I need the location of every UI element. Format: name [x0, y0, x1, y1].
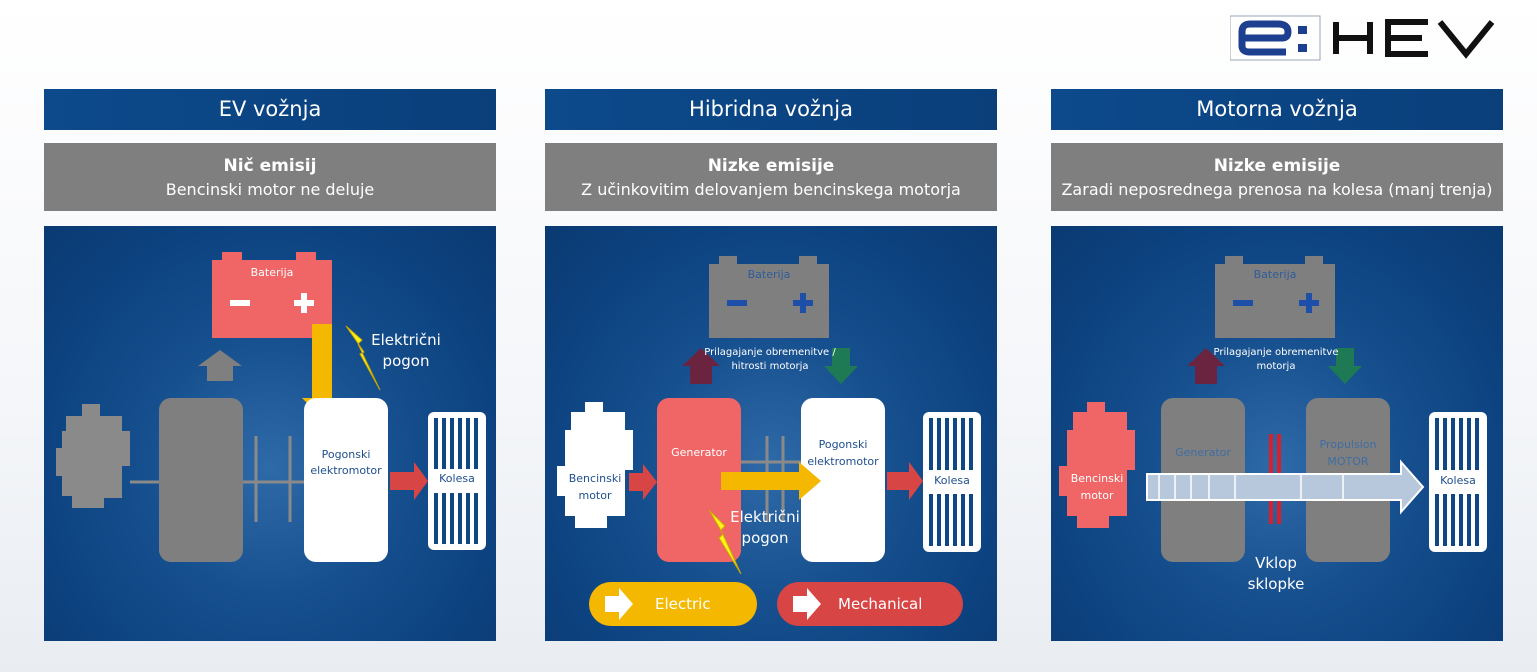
engine-label-line2: motor	[1080, 489, 1114, 502]
clutch-label-line1: Vklop	[1255, 554, 1297, 572]
mechanical-arrow-icon	[887, 462, 923, 500]
engine-label-line1: Bencinski	[568, 472, 622, 485]
section-title: Motorna vožnja	[1051, 89, 1503, 130]
subtitle-bold: Nič emisij	[223, 155, 317, 176]
adjust-label-line2: hitrosti motorja	[731, 361, 809, 372]
mechanical-arrow-icon	[629, 464, 657, 500]
lightning-icon	[345, 325, 381, 391]
motor-block	[801, 398, 885, 562]
section-engine: Motorna vožnja Nizke emisije Zaradi nepo…	[1051, 89, 1503, 211]
motor-label-line2: MOTOR	[1327, 455, 1369, 468]
section-hybrid: Hibridna vožnja Nizke emisije Z učinkovi…	[545, 89, 997, 211]
diagram-engine: Baterija Prilagajanje obremenitve motorj…	[1051, 226, 1503, 641]
arrow-up-icon	[1187, 348, 1225, 384]
subtitle-text: Zaradi neposrednega prenosa na kolesa (m…	[1061, 179, 1493, 199]
battery-label: Baterija	[747, 268, 791, 281]
wheels-icon	[1429, 412, 1487, 552]
diagram-ev: Baterija Električni pogon Pogonski elekt…	[44, 226, 496, 641]
electric-arrow-icon	[302, 324, 342, 418]
arrow-up-icon	[682, 348, 720, 384]
legend-electric-label: Electric	[655, 595, 711, 613]
battery-icon	[1215, 256, 1335, 338]
motor-block	[304, 398, 388, 562]
electric-arrow-icon	[721, 462, 821, 500]
engine-icon	[557, 402, 633, 528]
legend-mechanical-pill	[777, 582, 963, 626]
power-label-line2: pogon	[741, 529, 789, 547]
power-label-line1: Električni	[371, 331, 441, 349]
power-label-line1: Električni	[730, 508, 800, 526]
motor-label-line1: Propulsion	[1319, 438, 1377, 451]
section-ev: EV vožnja Nič emisij Bencinski motor ne …	[44, 89, 496, 211]
adjust-label-line1: Prilagajanje obremenitve /	[704, 347, 836, 358]
motor-label-line1: Pogonski	[818, 438, 868, 451]
clutch-label-line2: sklopke	[1247, 575, 1305, 593]
engine-label-line1: Bencinski	[1070, 472, 1124, 485]
wheels-icon	[428, 412, 486, 550]
engine-icon	[56, 404, 130, 508]
engine-label-line2: motor	[578, 489, 612, 502]
adjust-label-line2: motorja	[1256, 361, 1296, 372]
adjust-label-line1: Prilagajanje obremenitve	[1213, 347, 1339, 358]
section-subtitle-box: Nizke emisije Zaradi neposrednega prenos…	[1051, 143, 1503, 211]
legend-electric-pill	[589, 582, 757, 626]
ehev-logo	[1230, 15, 1495, 61]
arrow-down-icon	[1328, 348, 1362, 384]
wheels-label: Kolesa	[439, 472, 475, 485]
direct-drive-arrow-icon	[1146, 459, 1425, 515]
section-title: EV vožnja	[44, 89, 496, 130]
subtitle-text: Z učinkovitim delovanjem bencinskega mot…	[581, 179, 961, 199]
wheels-label: Kolesa	[1440, 474, 1476, 487]
motor-label-line1: Pogonski	[321, 448, 371, 461]
section-title: Hibridna vožnja	[545, 89, 997, 130]
arrow-down-icon	[824, 348, 858, 384]
generator-label: Generator	[1175, 446, 1231, 459]
section-subtitle-box: Nizke emisije Z učinkovitim delovanjem b…	[545, 143, 997, 211]
legend-mechanical-label: Mechanical	[838, 595, 923, 613]
battery-label: Baterija	[1253, 268, 1297, 281]
wheels-icon	[923, 412, 981, 552]
battery-label: Baterija	[250, 266, 294, 279]
wheels-label: Kolesa	[934, 474, 970, 487]
lightning-icon	[708, 509, 742, 575]
diagram-hybrid: Baterija Prilagajanje obremenitve / hitr…	[545, 226, 997, 641]
mechanical-arrow-icon	[390, 462, 428, 500]
subtitle-text: Bencinski motor ne deluje	[165, 179, 375, 199]
motor-label-line2: elektromotor	[310, 464, 382, 477]
engine-icon	[1059, 402, 1135, 528]
subtitle-bold: Nizke emisije	[1213, 155, 1341, 176]
generator-label: Generator	[671, 446, 727, 459]
section-subtitle-box: Nič emisij Bencinski motor ne deluje	[44, 143, 496, 211]
motor-label-line2: elektromotor	[807, 455, 879, 468]
subtitle-bold: Nizke emisije	[707, 155, 835, 176]
battery-icon	[212, 252, 332, 338]
generator-block	[159, 398, 243, 562]
battery-icon	[709, 256, 829, 338]
power-label-line2: pogon	[382, 352, 430, 370]
arrow-up-icon	[198, 350, 242, 381]
